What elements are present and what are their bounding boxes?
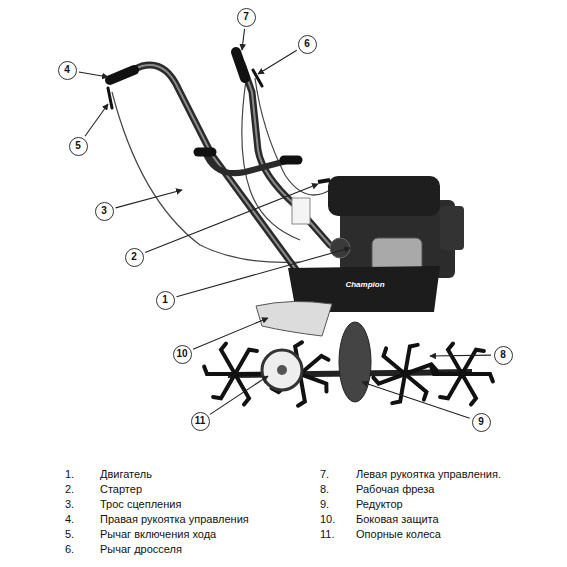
callout-number: 6 — [298, 35, 317, 54]
tine — [235, 374, 249, 404]
callout-number: 9 — [472, 413, 491, 432]
part-list-text: Трос сцепления — [100, 498, 181, 511]
wheel — [262, 350, 302, 390]
tine — [462, 374, 476, 404]
part-list-text: 9. — [320, 498, 329, 511]
part-list-text: Двигатель — [100, 468, 152, 481]
leader-line — [242, 29, 245, 50]
leader-line — [79, 72, 108, 77]
tine — [448, 344, 462, 374]
part-list-text: 2. — [65, 483, 74, 496]
leader-line — [430, 355, 491, 357]
part-list-text: 6. — [65, 543, 74, 556]
part-list-text: Опорные колеса — [356, 528, 441, 541]
part-list-text: 3. — [65, 498, 74, 511]
tine — [235, 350, 257, 374]
part-list-text: Редуктор — [356, 498, 403, 511]
leader-line — [193, 318, 268, 349]
part-list-text: Левая рукоятка управления. — [356, 468, 501, 481]
leader-line — [85, 104, 108, 136]
tine — [221, 344, 235, 374]
leader-line — [210, 376, 268, 414]
callout-number: 7 — [237, 8, 256, 27]
tine — [213, 374, 235, 398]
part-list-text: Рабочая фреза — [356, 483, 434, 496]
callout-number: 10 — [173, 345, 192, 364]
part-list-text: Рычаг включения хода — [100, 528, 216, 541]
tiller-blades — [204, 342, 493, 405]
part-list-text: 4. — [65, 513, 74, 526]
gearbox — [339, 322, 371, 402]
callout-number: 11 — [191, 412, 210, 431]
engine — [318, 176, 464, 278]
brand-logo: Champion — [345, 281, 384, 289]
wheel-hub — [277, 365, 287, 375]
tine — [373, 374, 405, 384]
tag — [292, 198, 310, 224]
callout-number: 3 — [95, 202, 114, 221]
part-list-text: 1. — [65, 468, 74, 481]
tine — [440, 374, 462, 398]
callout-number: 8 — [494, 346, 513, 365]
grip — [108, 52, 298, 160]
leader-line — [177, 248, 350, 297]
leader-line — [145, 184, 318, 253]
leader-line — [258, 50, 297, 74]
callout-number: 4 — [58, 61, 77, 80]
handle-bar — [122, 64, 330, 275]
part-list-text: 5. — [65, 528, 74, 541]
part-list-text: Правая рукоятка управления — [100, 513, 249, 526]
tine — [384, 348, 405, 374]
tine — [405, 374, 426, 400]
part-list-text: Боковая защита — [356, 513, 439, 526]
part-list-text: Рычаг дросселя — [100, 543, 182, 556]
part-list-text: 8. — [320, 483, 329, 496]
callout-number: 5 — [69, 137, 88, 156]
part-list-text: 10. — [320, 513, 335, 526]
tine — [462, 350, 484, 374]
part-list-text: Стартер — [100, 483, 142, 496]
cable — [112, 78, 330, 262]
leader-line — [116, 190, 182, 208]
part-list-text: 7. — [320, 468, 329, 481]
tine — [462, 374, 493, 381]
tine — [300, 356, 328, 374]
part-list-text: 11. — [320, 528, 334, 541]
callout-number: 2 — [125, 248, 144, 267]
leader-line — [362, 382, 470, 418]
callout-number: 1 — [156, 291, 175, 310]
